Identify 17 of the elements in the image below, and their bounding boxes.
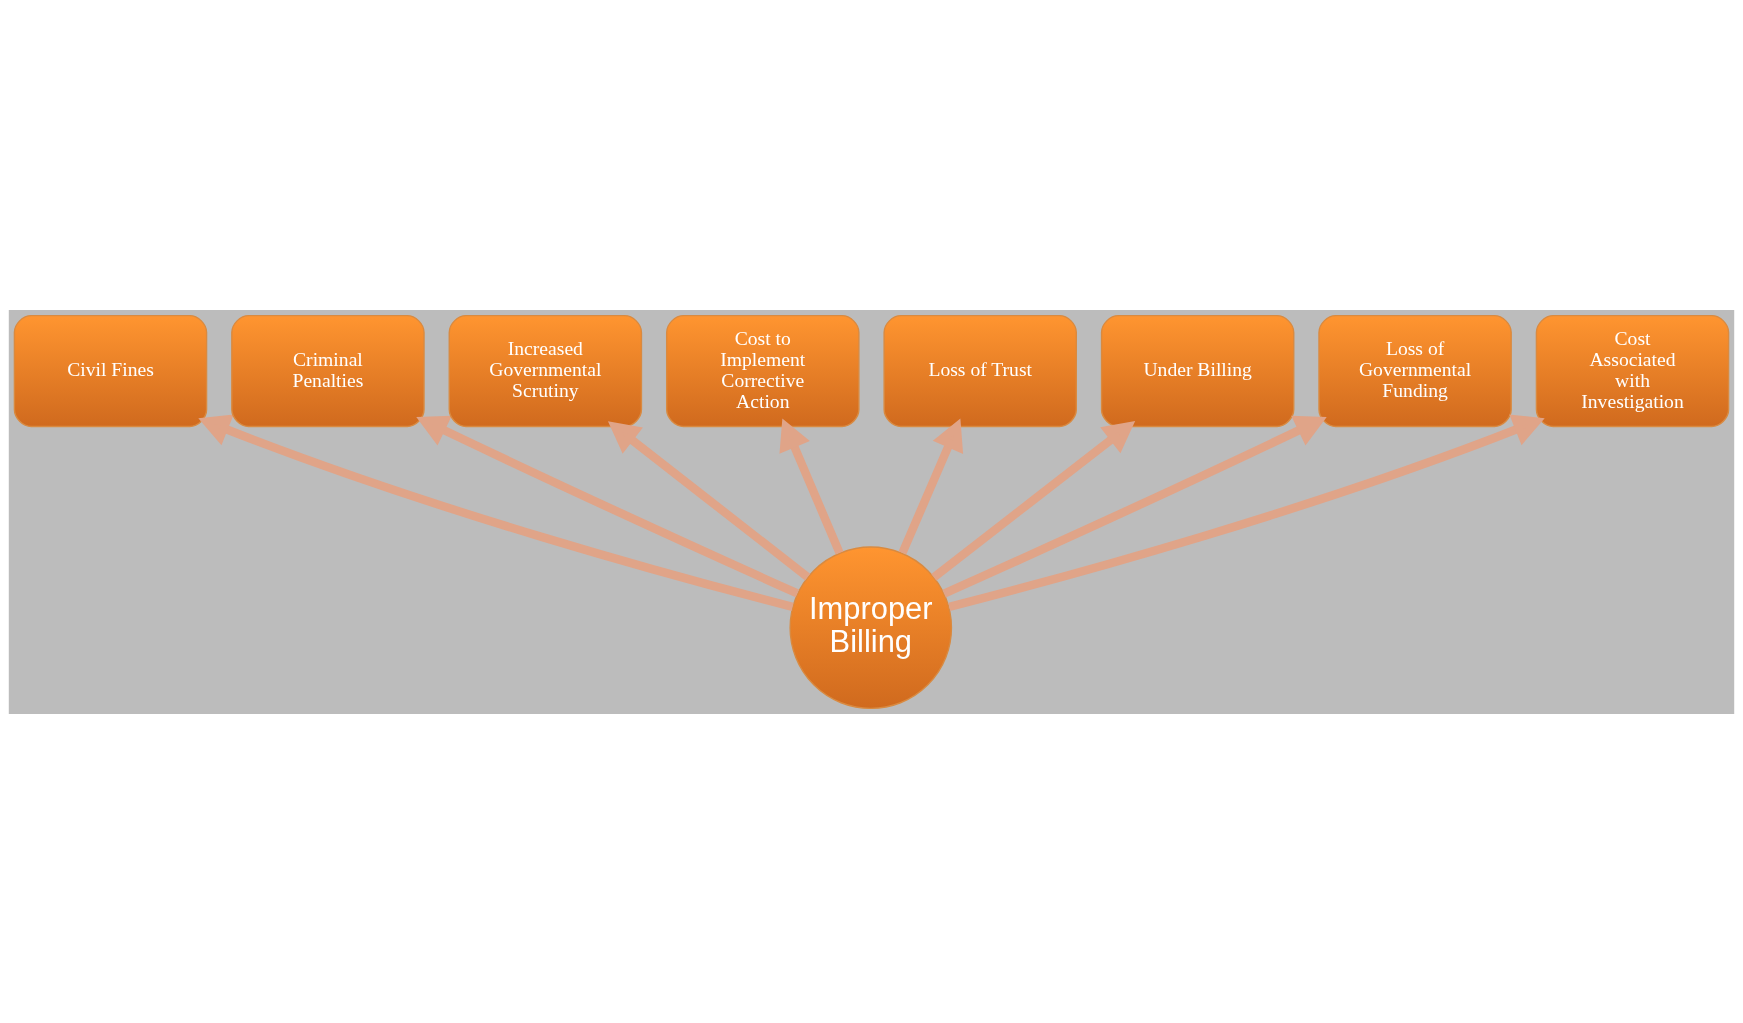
node-box: Increased Governmental Scrutiny — [448, 314, 643, 427]
arrow — [948, 413, 1545, 611]
node-box: Criminal Penalties — [231, 314, 425, 427]
arrow — [416, 415, 800, 597]
arrow — [607, 420, 811, 580]
node-box: Under Billing — [1100, 314, 1295, 427]
node-box: Civil Fines — [13, 314, 208, 427]
arrow — [931, 420, 1136, 581]
arrow — [942, 415, 1327, 597]
node-box: Loss of Trust — [883, 314, 1077, 427]
node-box: Cost to Implement Corrective Action — [666, 314, 860, 427]
arrow — [898, 417, 964, 555]
arrow — [198, 413, 794, 611]
arrow — [779, 417, 844, 555]
node-box: Loss of Governmental Funding — [1318, 314, 1512, 427]
node-circle: Improper Billing — [789, 545, 953, 709]
node-box: Cost Associated with Investigation — [1535, 314, 1730, 427]
